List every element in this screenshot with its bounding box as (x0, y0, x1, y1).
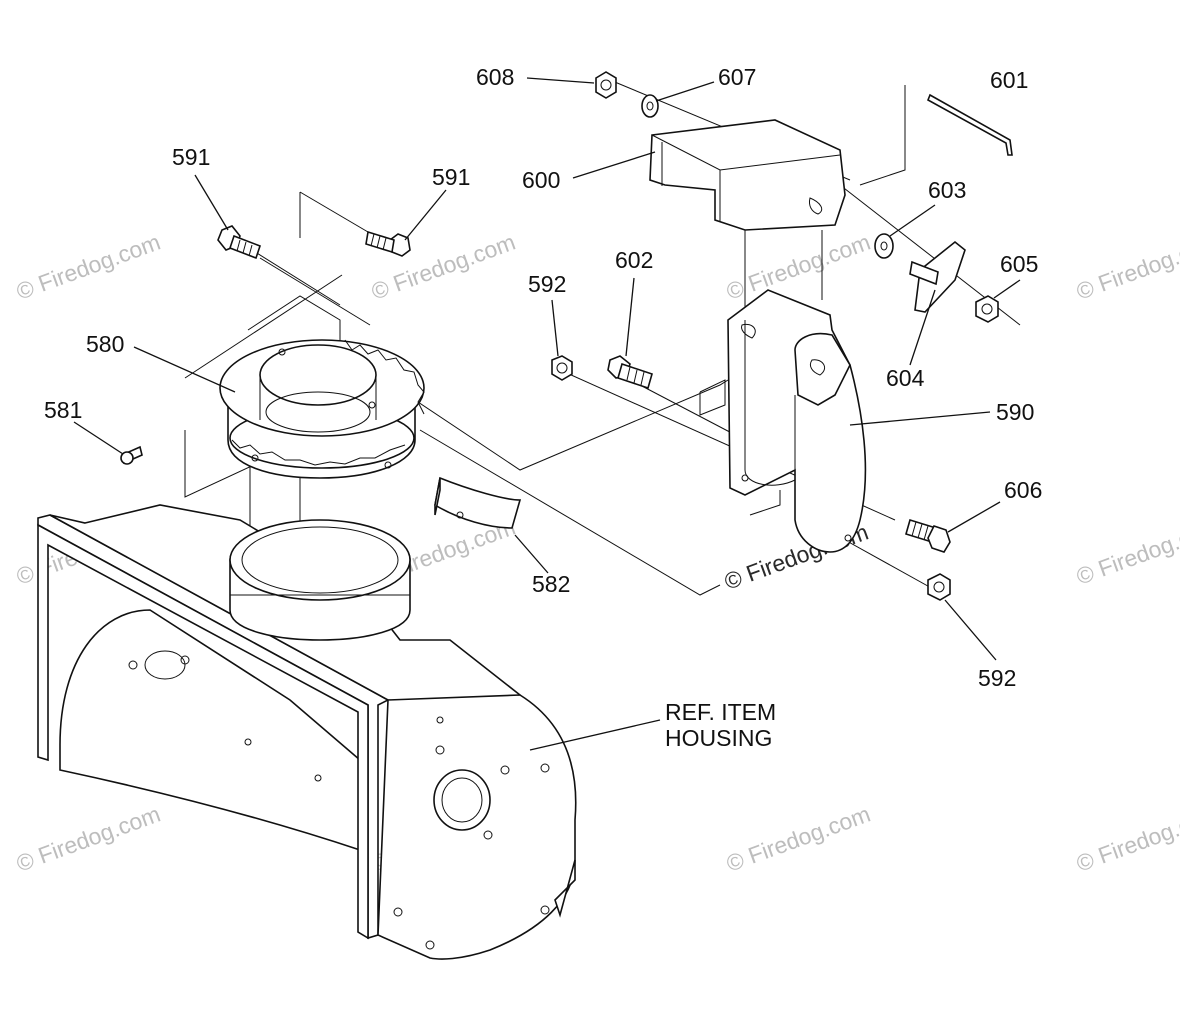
keeper-582 (434, 476, 522, 529)
callout-591: 591 (172, 144, 210, 170)
pin-601 (926, 93, 1013, 156)
chute-ring-580 (219, 339, 425, 479)
callout-590: 590 (996, 399, 1034, 425)
nut-608 (595, 71, 617, 99)
watermark: © Firedog.com (1073, 514, 1180, 590)
bolt-606 (905, 518, 951, 553)
callout-592: 592 (528, 271, 566, 297)
knob-604 (909, 240, 966, 313)
bolt-591-left (217, 225, 262, 260)
callout-601: 601 (990, 67, 1028, 93)
nut-605 (975, 295, 999, 323)
callout-592: 592 (978, 665, 1016, 691)
washer-603 (874, 233, 894, 259)
callout-602: 602 (615, 247, 653, 273)
callout-580: 580 (86, 331, 124, 357)
callout-600: 600 (522, 167, 560, 193)
screw-581 (120, 445, 143, 465)
housing-label: HOUSING (665, 725, 772, 751)
callout-607: 607 (718, 64, 756, 90)
callout-605: 605 (1000, 251, 1038, 277)
deflector-590 (727, 289, 867, 553)
callout-labels: 608 607 601 591 591 600 603 602 592 605 … (44, 64, 1042, 751)
watermark: © Firedog.com (723, 801, 874, 877)
bolt-591-right (365, 230, 411, 257)
callout-591: 591 (432, 164, 470, 190)
callout-582: 582 (532, 571, 570, 597)
watermark: © Firedog.com (1073, 229, 1180, 305)
leader-lines (73, 77, 1021, 751)
watermark: © Firedog.com (13, 229, 164, 305)
callout-604: 604 (886, 365, 925, 391)
watermark: © Firedog.com (1073, 801, 1180, 877)
callout-581: 581 (44, 397, 82, 423)
nut-592-lower (927, 573, 951, 601)
callout-608: 608 (476, 64, 514, 90)
watermark: © Firedog.com (13, 801, 164, 877)
bolt-602 (607, 355, 653, 390)
ref-item-label: REF. ITEM (665, 699, 776, 725)
callout-603: 603 (928, 177, 966, 203)
washer-607 (641, 94, 659, 118)
bracket-600 (649, 119, 846, 231)
nut-592-upper (551, 355, 573, 381)
housing (37, 504, 577, 960)
callout-606: 606 (1004, 477, 1042, 503)
